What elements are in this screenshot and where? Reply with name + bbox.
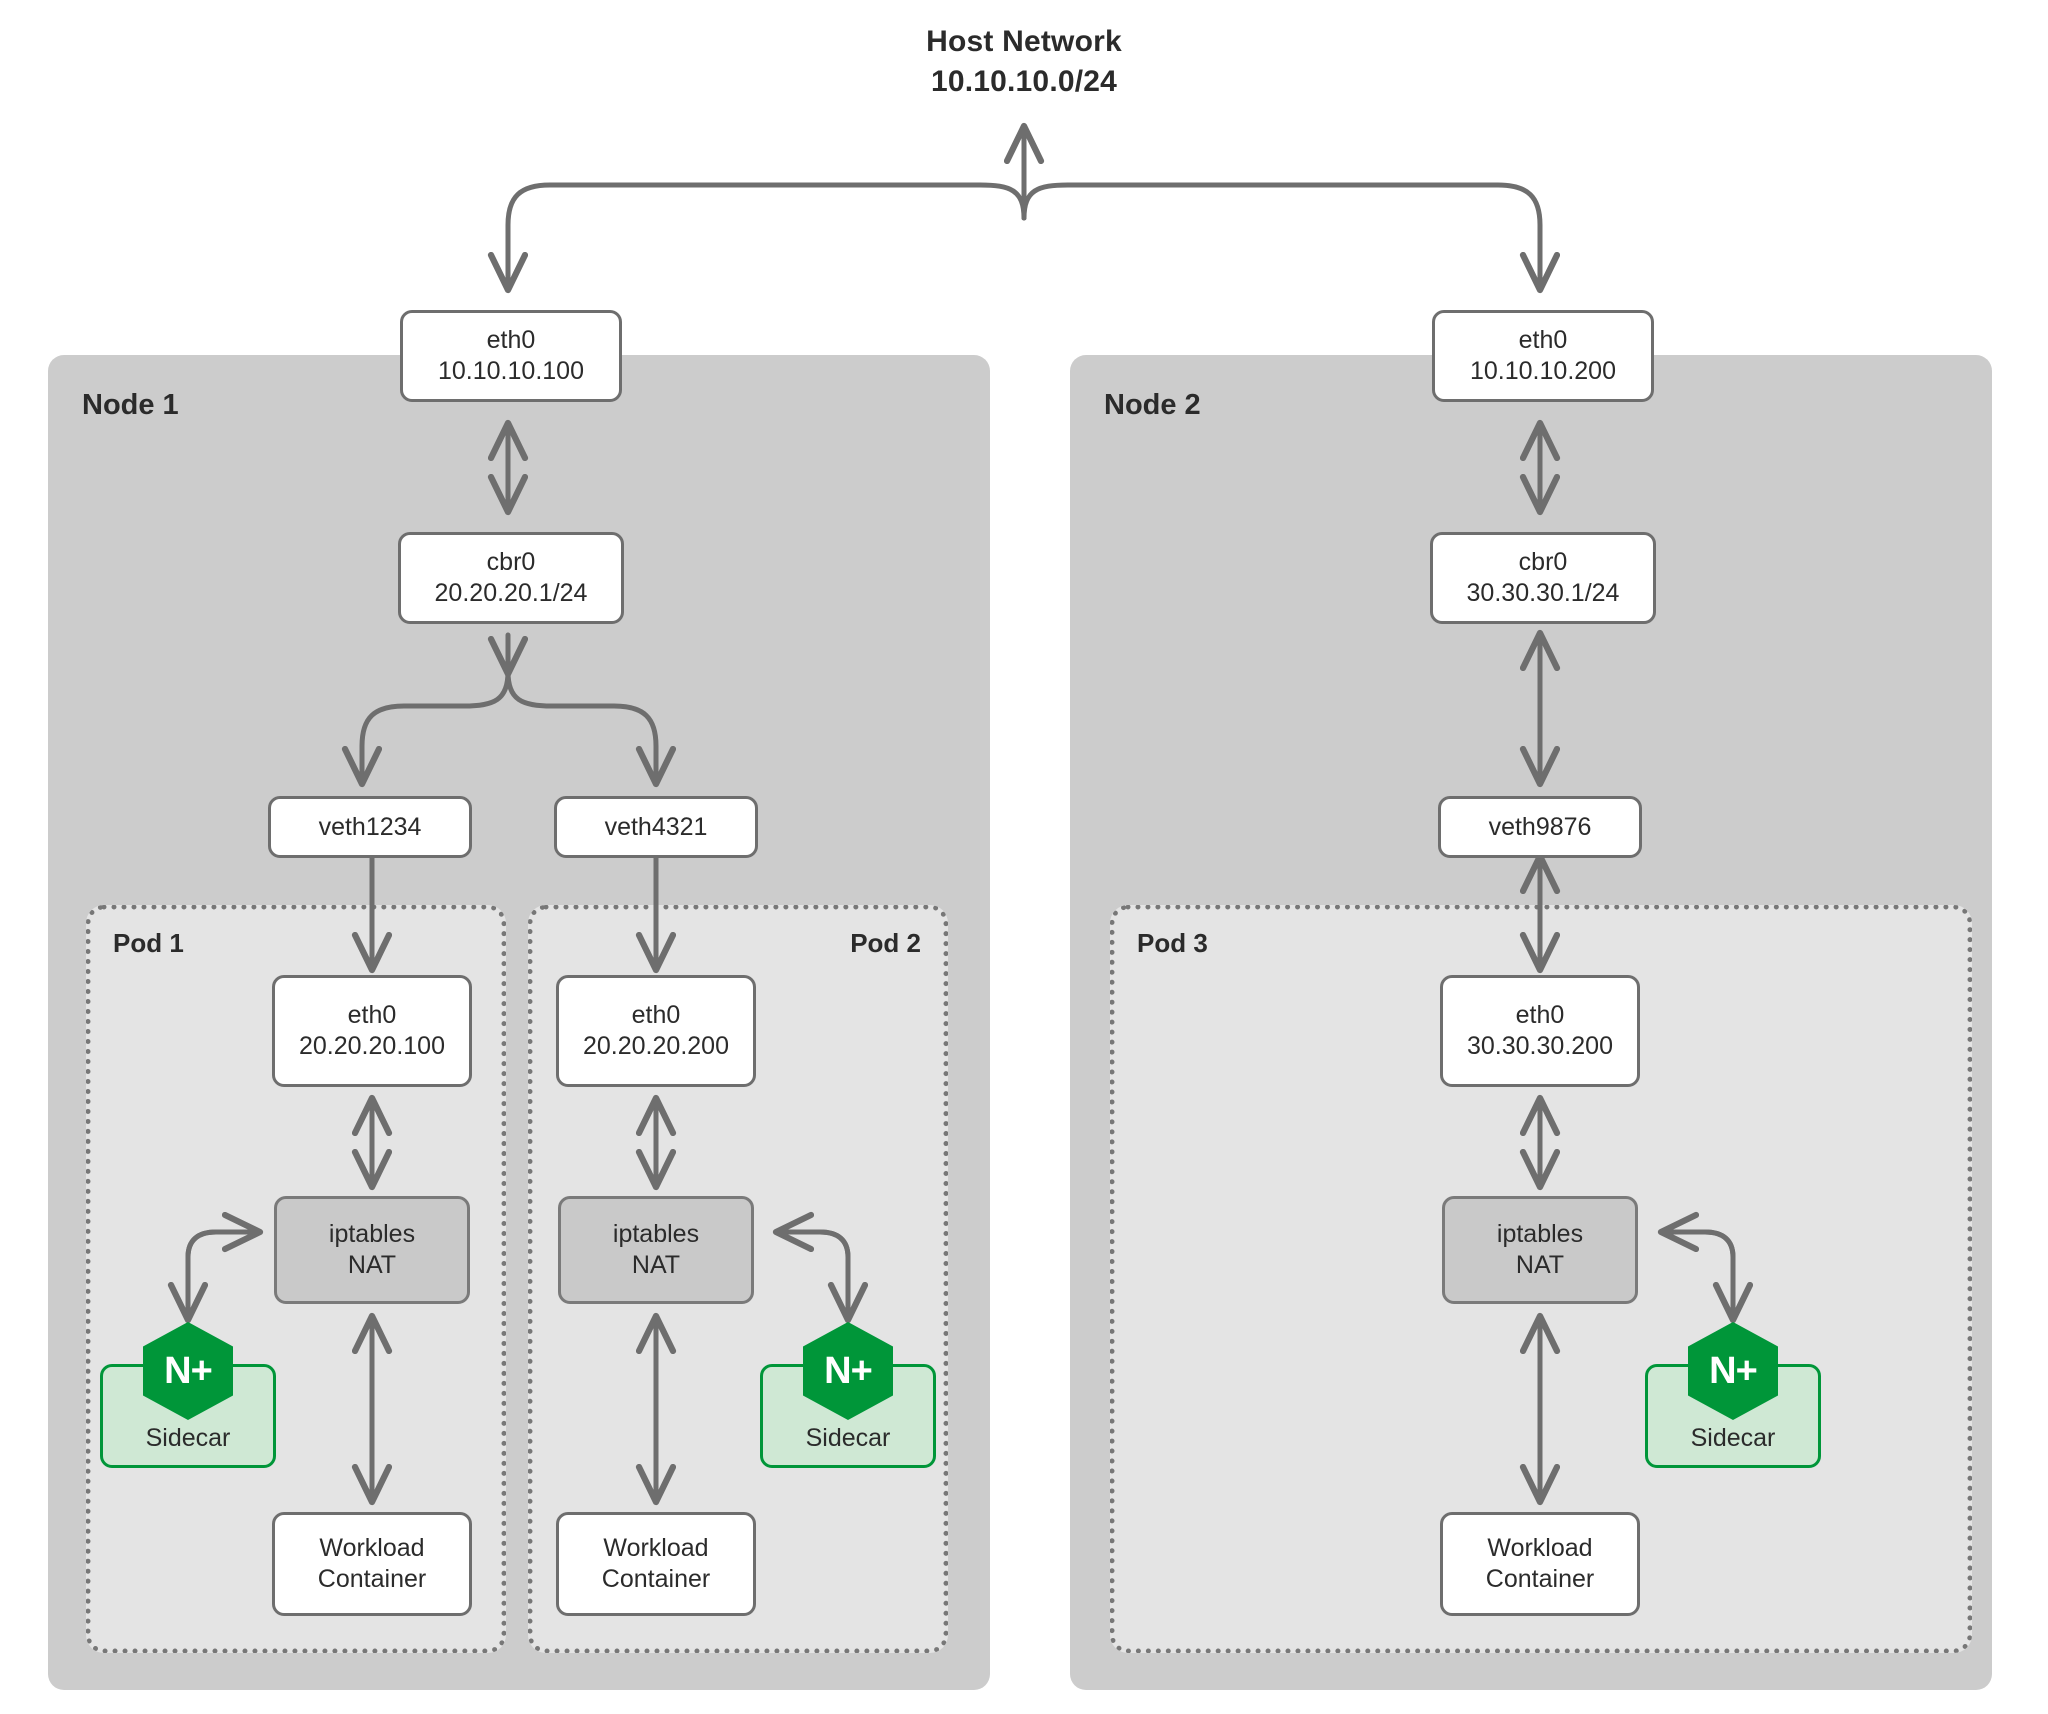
pod-2-workload-line2: Container: [601, 1565, 711, 1593]
node-2-eth0-ip: 10.10.10.200: [1470, 357, 1616, 385]
pod-2-label: Pod 2: [850, 928, 921, 958]
pod-1-workload-line1: Workload: [319, 1534, 425, 1562]
node-1-cbr0-box[interactable]: cbr0 20.20.20.1/24: [398, 532, 624, 624]
node-1-eth0-name: eth0: [486, 326, 536, 354]
pod-2-workload-line1: Workload: [603, 1534, 709, 1562]
node-1-veth1234-box[interactable]: veth1234: [268, 796, 472, 858]
node-1-label: Node 1: [82, 389, 179, 421]
pod-3-iptables-label: iptables: [1496, 1220, 1584, 1248]
pod-1-nat-label: NAT: [347, 1251, 397, 1279]
pod-1-workload-line2: Container: [317, 1565, 427, 1593]
pod-1-eth0-box[interactable]: eth0 20.20.20.100: [272, 975, 472, 1087]
pod-2-nginx-plus-icon: N+: [803, 1322, 893, 1420]
pod-3-workload-line2: Container: [1485, 1565, 1595, 1593]
node-1-veth4321-label: veth4321: [604, 812, 708, 841]
pod-2-nat-label: NAT: [631, 1251, 681, 1279]
node-2-label: Node 2: [1104, 389, 1201, 421]
pod-1-nginx-plus-text: N+: [164, 1349, 213, 1392]
pod-2-iptables-label: iptables: [612, 1220, 700, 1248]
node-1-veth4321-box[interactable]: veth4321: [554, 796, 758, 858]
pod-1-eth0-ip: 20.20.20.100: [299, 1032, 445, 1060]
node-2-cbr0-box[interactable]: cbr0 30.30.30.1/24: [1430, 532, 1656, 624]
pod-3-workload-container-box[interactable]: Workload Container: [1440, 1512, 1640, 1616]
host-network-name: Host Network: [926, 25, 1122, 58]
node-1-cbr0-name: cbr0: [486, 548, 536, 576]
pod-2-sidecar-label: Sidecar: [805, 1424, 891, 1452]
pod-3-iptables-nat-box[interactable]: iptables NAT: [1442, 1196, 1638, 1304]
node-2-veth9876-box[interactable]: veth9876: [1438, 796, 1642, 858]
host-network-title: Host Network 10.10.10.0/24: [0, 22, 2048, 102]
pod-3-nat-label: NAT: [1515, 1251, 1565, 1279]
node-2-eth0-name: eth0: [1518, 326, 1568, 354]
node-2-eth0-box[interactable]: eth0 10.10.10.200: [1432, 310, 1654, 402]
node-1-eth0-box[interactable]: eth0 10.10.10.100: [400, 310, 622, 402]
node-2-cbr0-cidr: 30.30.30.1/24: [1466, 579, 1620, 607]
pod-1-iptables-label: iptables: [328, 1220, 416, 1248]
pod-3-nginx-plus-icon: N+: [1688, 1322, 1778, 1420]
pod-2-iptables-nat-box[interactable]: iptables NAT: [558, 1196, 754, 1304]
pod-1-iptables-nat-box[interactable]: iptables NAT: [274, 1196, 470, 1304]
node-1-cbr0-cidr: 20.20.20.1/24: [434, 579, 588, 607]
pod-3-eth0-ip: 30.30.30.200: [1467, 1032, 1613, 1060]
node-1-veth1234-label: veth1234: [318, 812, 422, 841]
node-1-eth0-ip: 10.10.10.100: [438, 357, 584, 385]
pod-2-workload-container-box[interactable]: Workload Container: [556, 1512, 756, 1616]
pod-3-label: Pod 3: [1137, 928, 1208, 958]
pod-1-sidecar-label: Sidecar: [145, 1424, 231, 1452]
pod-1-workload-container-box[interactable]: Workload Container: [272, 1512, 472, 1616]
node-2-cbr0-name: cbr0: [1518, 548, 1568, 576]
pod-1-nginx-plus-icon: N+: [143, 1322, 233, 1420]
pod-1-label: Pod 1: [113, 928, 184, 958]
pod-3-workload-line1: Workload: [1487, 1534, 1593, 1562]
pod-3-eth0-name: eth0: [1515, 1001, 1565, 1029]
pod-2-nginx-plus-text: N+: [824, 1349, 873, 1392]
pod-1-eth0-name: eth0: [347, 1001, 397, 1029]
pod-2-eth0-ip: 20.20.20.200: [583, 1032, 729, 1060]
pod-3-nginx-plus-text: N+: [1709, 1349, 1758, 1392]
host-network-cidr: 10.10.10.0/24: [930, 65, 1118, 98]
node-2-veth9876-label: veth9876: [1488, 812, 1592, 841]
pod-3-eth0-box[interactable]: eth0 30.30.30.200: [1440, 975, 1640, 1087]
pod-2-eth0-box[interactable]: eth0 20.20.20.200: [556, 975, 756, 1087]
pod-2-eth0-name: eth0: [631, 1001, 681, 1029]
pod-3-sidecar-label: Sidecar: [1690, 1424, 1776, 1452]
